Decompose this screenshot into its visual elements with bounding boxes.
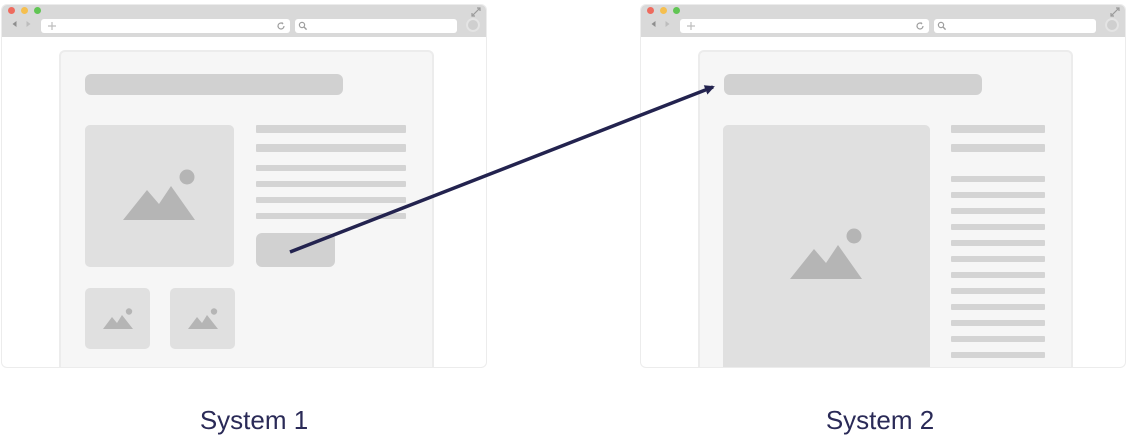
system-1-caption: System 1 xyxy=(199,405,309,435)
minimize-dot[interactable] xyxy=(21,7,28,14)
search-icon xyxy=(937,21,947,31)
thumbnail-image-placeholder xyxy=(170,288,235,349)
plus-icon[interactable] xyxy=(47,21,57,31)
search-icon xyxy=(298,21,308,31)
expand-icon[interactable] xyxy=(1110,7,1120,17)
image-icon xyxy=(187,307,218,329)
browser-titlebar xyxy=(641,5,1125,37)
extension-button[interactable] xyxy=(1105,18,1119,32)
address-bar[interactable] xyxy=(41,19,290,33)
text-line xyxy=(951,144,1045,152)
address-bar[interactable] xyxy=(680,19,929,33)
expand-icon[interactable] xyxy=(471,7,481,17)
close-dot[interactable] xyxy=(8,7,15,14)
text-line xyxy=(256,144,406,152)
text-line xyxy=(256,197,406,203)
text-line xyxy=(951,125,1045,133)
text-line xyxy=(256,125,406,133)
text-line xyxy=(951,304,1045,310)
text-line xyxy=(951,272,1045,278)
search-bar[interactable] xyxy=(295,19,457,33)
page-wireframe xyxy=(698,50,1073,367)
zoom-dot[interactable] xyxy=(673,7,680,14)
hero-image-placeholder xyxy=(85,125,234,267)
text-line xyxy=(951,240,1045,246)
system-2-caption: System 2 xyxy=(825,405,935,435)
browser-titlebar xyxy=(2,5,486,37)
minimize-dot[interactable] xyxy=(660,7,667,14)
reload-icon[interactable] xyxy=(915,21,925,31)
back-arrow-icon[interactable] xyxy=(648,18,660,30)
forward-arrow-icon[interactable] xyxy=(661,18,673,30)
text-line xyxy=(256,165,406,171)
zoom-dot[interactable] xyxy=(34,7,41,14)
text-line xyxy=(951,352,1045,358)
plus-icon[interactable] xyxy=(686,21,696,31)
text-line xyxy=(951,208,1045,214)
text-line xyxy=(951,224,1045,230)
text-line xyxy=(951,320,1045,326)
page-title-placeholder xyxy=(724,74,982,95)
text-line xyxy=(256,213,406,219)
hero-image-placeholder xyxy=(723,125,930,367)
image-icon xyxy=(122,169,195,220)
page-wireframe xyxy=(59,50,434,367)
call-to-action-button[interactable] xyxy=(256,233,335,267)
thumbnail-image-placeholder xyxy=(85,288,150,349)
search-bar[interactable] xyxy=(934,19,1096,33)
page-title-placeholder xyxy=(85,74,343,95)
extension-button[interactable] xyxy=(466,18,480,32)
text-line xyxy=(951,176,1045,182)
browser-window-system-2 xyxy=(641,5,1125,367)
text-line xyxy=(951,256,1045,262)
browser-window-system-1 xyxy=(2,5,486,367)
back-arrow-icon[interactable] xyxy=(9,18,21,30)
text-line xyxy=(951,288,1045,294)
text-line xyxy=(951,336,1045,342)
text-line xyxy=(951,192,1045,198)
text-line xyxy=(256,181,406,187)
image-icon xyxy=(789,228,862,279)
reload-icon[interactable] xyxy=(276,21,286,31)
forward-arrow-icon[interactable] xyxy=(22,18,34,30)
close-dot[interactable] xyxy=(647,7,654,14)
image-icon xyxy=(102,307,133,329)
